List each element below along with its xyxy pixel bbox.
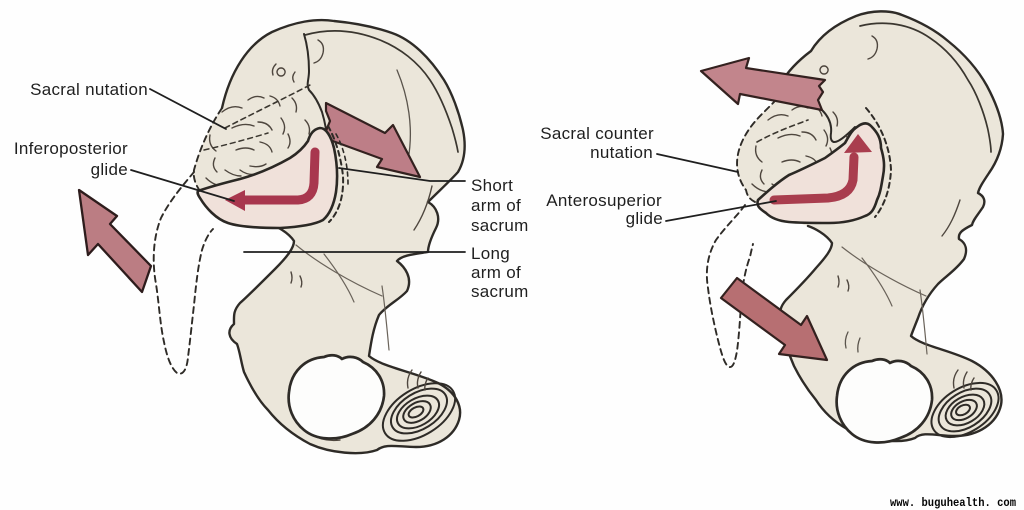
svg-text:nutation: nutation [590,143,653,162]
svg-text:arm of: arm of [471,263,521,282]
svg-text:Inferoposterior: Inferoposterior [14,139,128,158]
svg-text:Sacral counter: Sacral counter [540,124,654,143]
svg-text:glide: glide [626,209,663,228]
svg-text:Long: Long [471,244,510,263]
svg-text:Sacral nutation: Sacral nutation [30,80,148,99]
svg-text:sacrum: sacrum [471,282,529,301]
svg-text:sacrum: sacrum [471,216,529,235]
svg-text:Anterosuperior: Anterosuperior [546,191,662,210]
svg-text:Short: Short [471,176,513,195]
svg-text:www. buguhealth. com: www. buguhealth. com [890,497,1016,510]
svg-text:glide: glide [91,160,128,179]
svg-text:arm of: arm of [471,196,521,215]
